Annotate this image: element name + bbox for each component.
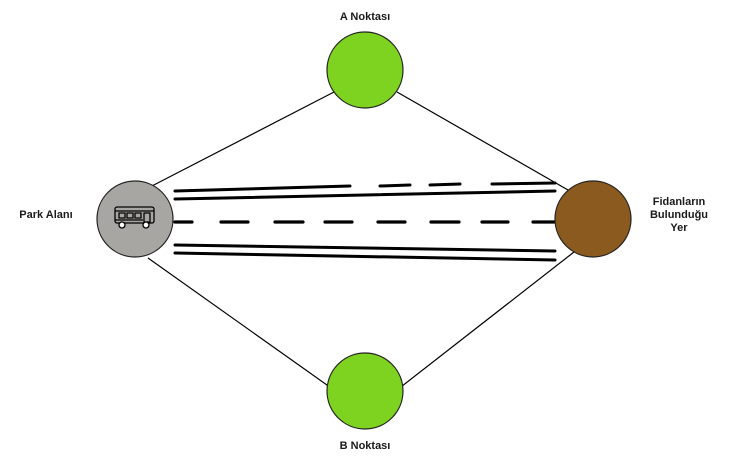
seedling-location-label-line-3: Yer <box>670 222 688 234</box>
road-upper-edge-inner <box>173 189 557 201</box>
road-upper-edge-outer <box>173 181 557 193</box>
node-fidan-circle <box>554 180 632 258</box>
bus-icon <box>114 206 155 229</box>
edge-a-to-fidan <box>396 91 569 191</box>
node-b-label: B Noktası <box>339 440 391 452</box>
road-lower-edge-outer <box>173 251 557 262</box>
seedling-location-label-line-1: Fidanların <box>652 196 706 208</box>
node-park-circle <box>96 180 174 258</box>
park-area-label: Park Alanı <box>19 209 73 221</box>
road <box>173 181 557 262</box>
edge-park-to-b <box>147 257 335 391</box>
edge-park-to-a <box>147 91 335 189</box>
seedling-location-label-line-2: Bulunduğu <box>649 209 709 221</box>
edge-b-to-fidan <box>396 251 575 391</box>
node-a-circle <box>326 31 404 109</box>
seedling-location-label: Fidanların Bulunduğu Yer <box>636 196 722 235</box>
node-a-label: A Noktası <box>339 11 391 23</box>
road-lower-edge-inner <box>173 243 557 253</box>
node-b-circle <box>326 352 404 430</box>
